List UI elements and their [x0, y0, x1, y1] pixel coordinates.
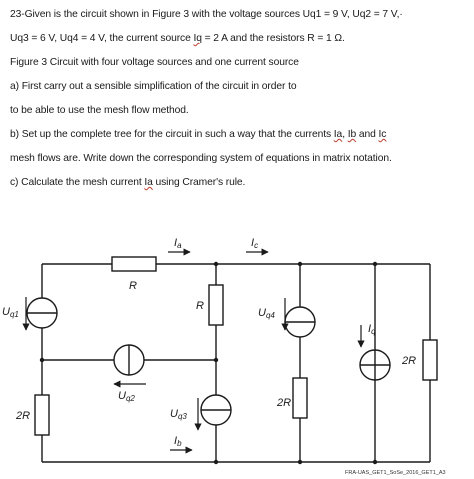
problem-text: 23-Given is the circuit shown in Figure …	[10, 6, 468, 192]
resistor-2r-mid	[292, 377, 308, 419]
voltage-source-uq4	[284, 306, 316, 338]
problem-line-2: Uq3 = 6 V, Uq4 = 4 V, the current source…	[10, 30, 468, 48]
line8-text: c) Calculate the mesh current	[10, 177, 145, 188]
problem-line-5: to be able to use the mesh flow method.	[10, 105, 189, 116]
line6-comma: ,	[342, 129, 348, 140]
label-2r-mid: 2R	[276, 397, 291, 409]
label-iq: Iq	[368, 323, 376, 336]
line2-text-post: = 2 A and the resistors R = 1 Ω.	[201, 33, 345, 44]
resistor-2r-right	[422, 339, 438, 381]
voltage-source-uq3	[200, 394, 232, 426]
problem-line-3: Figure 3 Circuit with four voltage sourc…	[10, 57, 299, 68]
ib-symbol: Ib	[347, 129, 357, 140]
voltage-source-uq2	[113, 344, 145, 376]
label-2r-left: 2R	[15, 410, 30, 422]
line8-text-post: using Cramer's rule.	[152, 177, 246, 188]
label-uq1: Uq1	[2, 306, 19, 319]
iq-symbol: Iq	[193, 33, 202, 44]
label-r-top: R	[129, 280, 137, 292]
voltage-source-uq1	[26, 297, 58, 329]
label-ia: Ia	[174, 237, 182, 250]
line6-text: b) Set up the complete tree for the circ…	[10, 129, 334, 140]
label-r-mid: R	[196, 300, 204, 312]
label-ic: Ic	[251, 237, 258, 250]
problem-line-4: a) First carry out a sensible simplifica…	[10, 81, 297, 92]
label-uq4: Uq4	[258, 307, 275, 320]
problem-line-7: mesh flows are. Write down the correspon…	[10, 153, 392, 164]
ia-symbol: Ia	[333, 129, 343, 140]
circuit-diagram: Ia Ic Ib Iq Uq1 Uq2 Uq3 Uq4 R R 2R 2R 2R…	[2, 237, 446, 476]
figure-footer: FRA-UAS_GET1_SoSe_2016_GET1_A3	[345, 470, 446, 476]
line2-text: Uq3 = 6 V, Uq4 = 4 V, the current source	[10, 33, 194, 44]
label-2r-right: 2R	[401, 355, 416, 367]
label-uq2: Uq2	[118, 390, 135, 403]
problem-line-1: 23-Given is the circuit shown in Figure …	[10, 9, 403, 20]
ic-symbol: Ic	[378, 129, 387, 140]
ia-symbol-c: Ia	[144, 177, 153, 188]
resistor-r-top	[111, 256, 157, 272]
resistor-2r-left	[34, 394, 50, 436]
junction-dots	[39, 261, 378, 465]
problem-line-8: c) Calculate the mesh current Ia using C…	[10, 174, 468, 192]
label-uq3: Uq3	[170, 408, 187, 421]
resistor-r-mid	[208, 284, 224, 326]
problem-line-6: b) Set up the complete tree for the circ…	[10, 126, 468, 144]
line6-and: and	[356, 129, 379, 140]
current-source-iq	[359, 349, 391, 381]
label-ib: Ib	[174, 435, 182, 448]
